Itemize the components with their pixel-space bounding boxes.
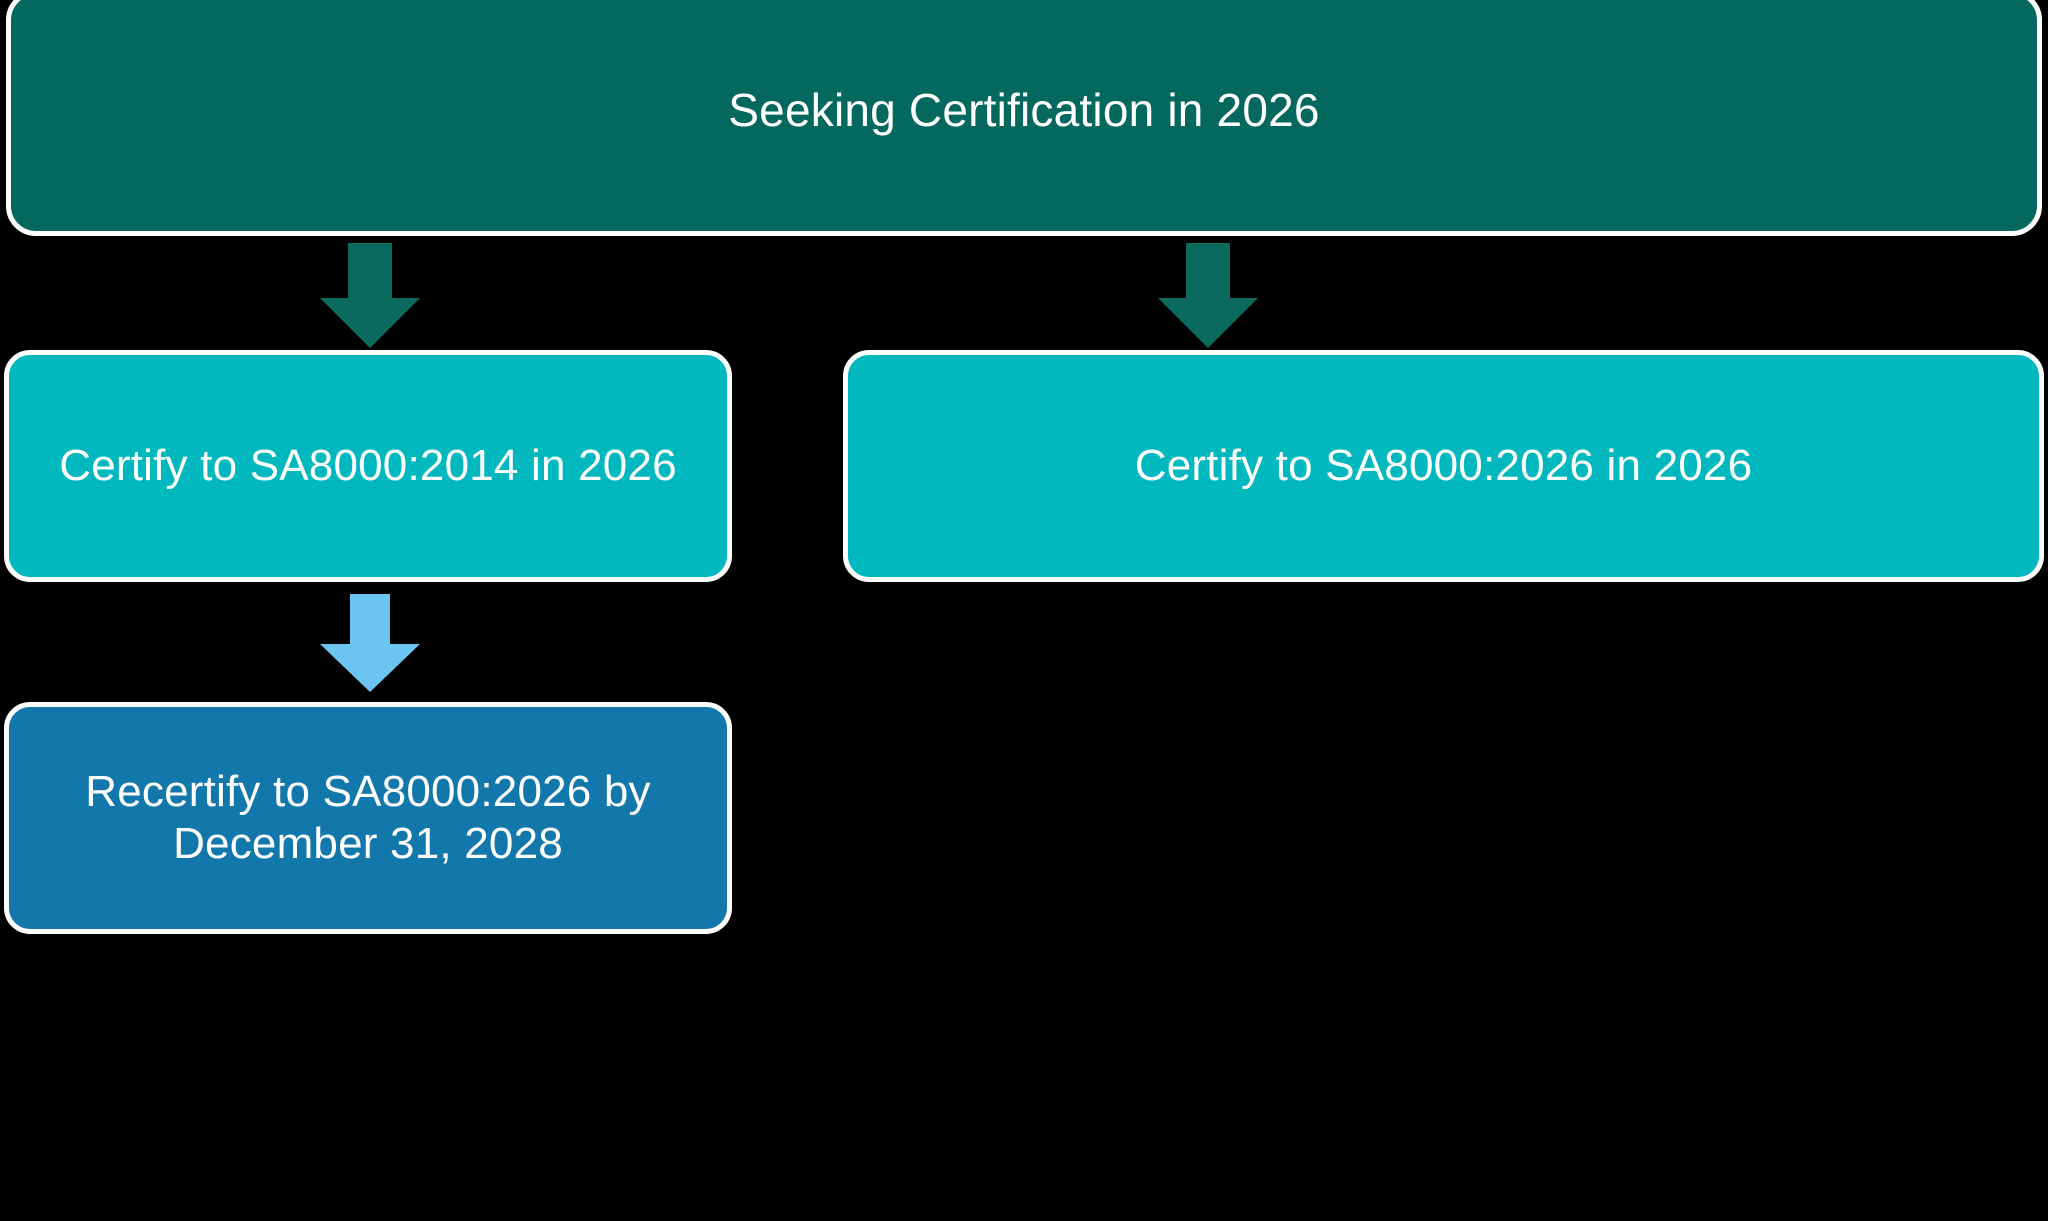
node-certify-sa8000-2026-label: Certify to SA8000:2026 in 2026 [1134, 441, 1753, 491]
node-recertify-sa8000-2026[interactable]: Recertify to SA8000:2026 by December 31,… [4, 702, 732, 934]
node-certify-sa8000-2026[interactable]: Certify to SA8000:2026 in 2026 [843, 350, 2044, 582]
node-seeking-certification-label: Seeking Certification in 2026 [728, 84, 1320, 136]
node-certify-sa8000-2014[interactable]: Certify to SA8000:2014 in 2026 [4, 350, 732, 582]
arrow-header-to-certify-2014 [320, 243, 420, 348]
arrow-header-to-certify-2026 [1158, 243, 1258, 348]
arrow-certify-2014-to-recertify [320, 594, 420, 692]
node-certify-sa8000-2014-label: Certify to SA8000:2014 in 2026 [59, 441, 677, 491]
node-recertify-sa8000-2026-label: Recertify to SA8000:2026 by December 31,… [85, 767, 651, 868]
node-seeking-certification[interactable]: Seeking Certification in 2026 [6, 0, 2042, 236]
